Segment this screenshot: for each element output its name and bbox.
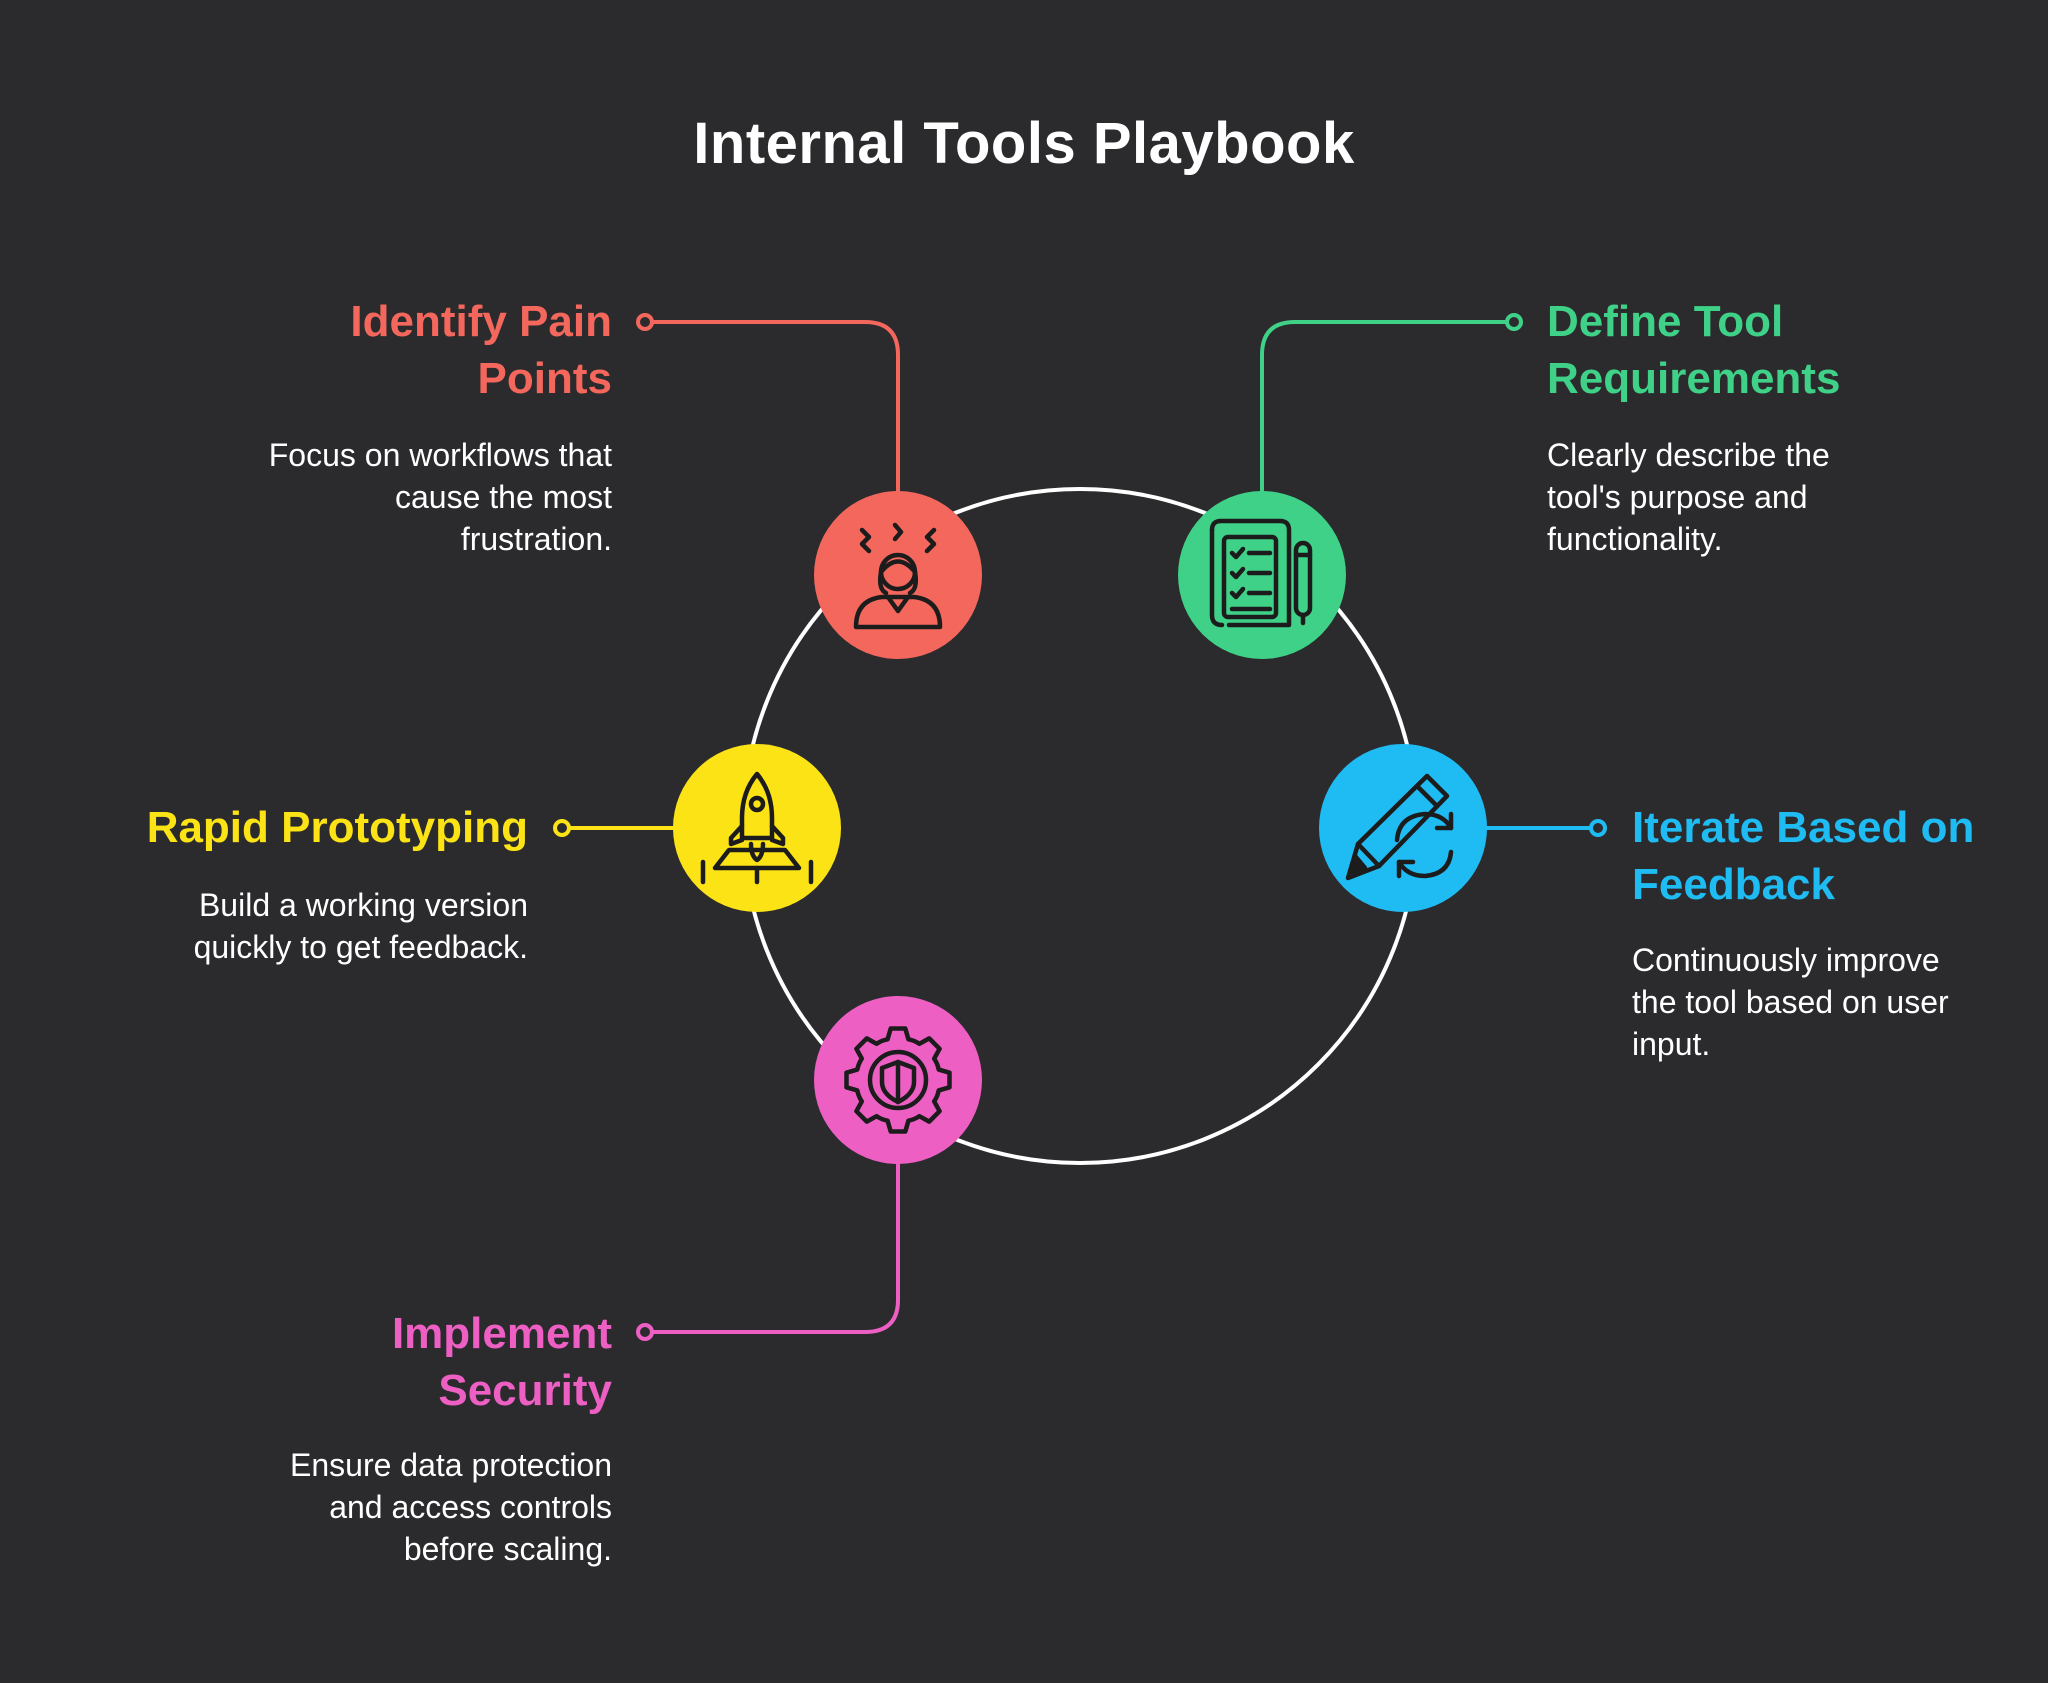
step-define-description: Clearly describe the tool's purpose and … <box>1547 437 1830 557</box>
connector-dot-define <box>1505 313 1523 331</box>
node-iterate <box>1319 744 1487 912</box>
step-prototype-description: Build a working version quickly to get f… <box>193 887 528 965</box>
step-iterate-description: Continuously improve the tool based on u… <box>1632 942 1949 1062</box>
page-title: Internal Tools Playbook <box>693 111 1355 176</box>
node-identify <box>814 491 982 659</box>
step-security-heading: Implement Security <box>391 1309 612 1415</box>
pencil-refresh-icon <box>1345 773 1454 881</box>
node-prototype <box>673 744 841 912</box>
connector-dot-identify <box>636 313 654 331</box>
connector-dot-security <box>636 1323 654 1341</box>
node-define <box>1178 491 1346 659</box>
rocket-launch-icon <box>700 771 814 885</box>
frustrated-person-icon <box>853 522 943 630</box>
connector-dot-prototype <box>553 819 571 837</box>
step-prototype-heading: Rapid Prototyping <box>146 803 528 852</box>
checklist-document-icon <box>1209 518 1313 628</box>
step-define-heading: Define Tool Requirements <box>1547 297 1841 403</box>
connector-dot-iterate <box>1589 819 1607 837</box>
connector-identify <box>645 320 900 492</box>
step-iterate-heading: Iterate Based on Feedback <box>1632 803 1975 909</box>
gear-shield-icon <box>844 1026 952 1134</box>
step-identify-heading: Identify Pain Points <box>350 297 612 403</box>
connector-define <box>1260 320 1514 492</box>
connector-security <box>645 1162 900 1334</box>
node-security <box>814 996 982 1164</box>
step-security-description: Ensure data protection and access contro… <box>290 1447 612 1567</box>
step-identify-description: Focus on workflows that cause the most f… <box>268 437 612 557</box>
